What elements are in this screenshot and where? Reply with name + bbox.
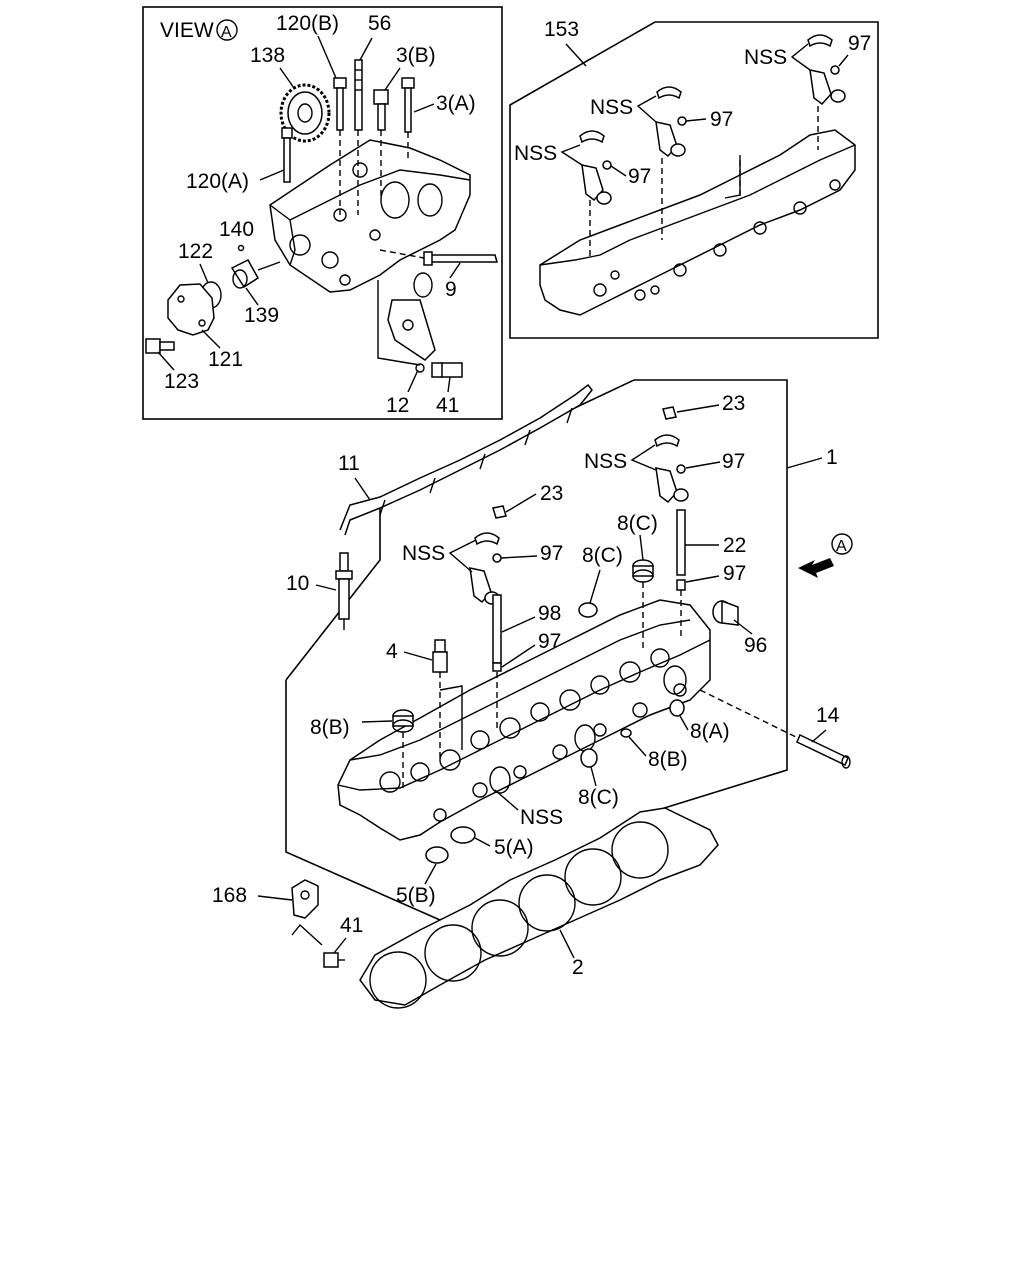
label-8c-1: 8(C) (617, 512, 658, 535)
plug-8a (669, 699, 685, 717)
label-4: 4 (386, 640, 398, 663)
plug-96 (712, 599, 739, 626)
label-97-f: 97 (723, 562, 746, 585)
label-nss-4: NSS (584, 450, 627, 473)
bolt-3a (401, 77, 415, 133)
label-23-a: 23 (722, 392, 745, 415)
rocker-group-main-right (654, 406, 689, 591)
label-123: 123 (164, 370, 199, 393)
bolt-41-main (323, 952, 345, 968)
glow-plug-10 (335, 552, 353, 630)
seal-5b (425, 846, 449, 864)
main-frame (285, 379, 788, 921)
label-8b-2: 8(B) (648, 748, 688, 771)
label-56: 56 (368, 12, 391, 35)
label-3a: 3(A) (436, 92, 476, 115)
bolt-120b (333, 77, 347, 131)
view-a-title: VIEW (160, 19, 214, 42)
bracket-12 (387, 272, 436, 373)
label-14: 14 (816, 704, 840, 727)
label-2: 2 (572, 956, 584, 979)
inset-153: 153 (509, 18, 879, 339)
label-10: 10 (286, 572, 309, 595)
label-5a: 5(A) (494, 836, 534, 859)
label-41: 41 (436, 394, 459, 417)
label-140: 140 (219, 218, 254, 241)
cylinder-head-1 (337, 599, 711, 841)
label-168: 168 (212, 884, 247, 907)
label-138: 138 (250, 44, 285, 67)
label-12: 12 (386, 394, 409, 417)
bolt-9 (379, 249, 498, 266)
rocker-group-2 (655, 86, 686, 240)
main-diagram: A 23 1 NSS 97 11 23 8(C) 22 NSS 97 8(C) … (212, 379, 853, 1009)
label-nss-2: NSS (590, 96, 633, 119)
view-a-inset: VIEW A (142, 6, 503, 420)
label-11: 11 (338, 452, 360, 475)
view-a-title-circle (216, 19, 238, 41)
cover-plate-121 (167, 283, 215, 336)
bolt-120a (281, 127, 293, 183)
label-nss-3: NSS (744, 46, 787, 69)
sensor-139 (230, 259, 281, 289)
label-97-b: 97 (710, 108, 733, 131)
label-121: 121 (208, 348, 243, 371)
gear-138 (279, 83, 331, 143)
label-97-g: 97 (538, 630, 561, 653)
label-97-d: 97 (722, 450, 745, 473)
view-a-frame (142, 6, 503, 420)
label-97-e: 97 (540, 542, 563, 565)
view-a-arrow: A (798, 533, 853, 578)
label-8c-3: 8(C) (578, 786, 619, 809)
label-98: 98 (538, 602, 561, 625)
plug-8b-2 (620, 728, 632, 738)
stud-56 (354, 59, 363, 131)
label-nss-1: NSS (514, 142, 557, 165)
plug-8c-3 (580, 748, 598, 768)
plug-8c-1 (578, 602, 598, 618)
bolt-123 (145, 338, 175, 354)
stud-14 (699, 689, 851, 769)
pin-140 (237, 244, 245, 252)
seal-5a (450, 826, 476, 844)
dowel-4 (432, 639, 448, 673)
label-23-b: 23 (540, 482, 563, 505)
view-a-title-letter: A (221, 24, 232, 41)
label-nss-5: NSS (402, 542, 445, 565)
label-122: 122 (178, 240, 213, 263)
label-8a: 8(A) (690, 720, 730, 743)
view-a-marker: A (836, 538, 847, 555)
rocker-group-1 (579, 130, 612, 260)
label-41-b: 41 (340, 914, 363, 937)
label-96: 96 (744, 634, 767, 657)
rocker-group-main-left (469, 505, 507, 672)
label-5b: 5(B) (396, 884, 436, 907)
engine-block-end (269, 139, 471, 293)
label-9: 9 (445, 278, 457, 301)
label-nss-6: NSS (520, 806, 563, 829)
label-22: 22 (723, 534, 746, 557)
head-outline-153 (539, 129, 856, 316)
bolt-41 (431, 362, 463, 378)
plug-8b-1 (392, 709, 414, 733)
label-120b: 120(B) (276, 12, 339, 35)
label-139: 139 (244, 304, 279, 327)
label-8c-2: 8(C) (582, 544, 623, 567)
rocker-group-3 (807, 34, 846, 150)
label-97-c: 97 (848, 32, 871, 55)
bracket-168 (291, 879, 323, 946)
plug-8c-2 (632, 559, 654, 583)
label-3b: 3(B) (396, 44, 436, 67)
label-120a: 120(A) (186, 170, 249, 193)
label-97-a: 97 (628, 165, 651, 188)
bolt-3b (373, 89, 389, 131)
head-gasket-2 (359, 807, 719, 1009)
label-1: 1 (826, 446, 838, 469)
label-153: 153 (544, 18, 579, 41)
heat-shield-11 (339, 383, 593, 536)
label-8b-1: 8(B) (310, 716, 350, 739)
inset-153-frame (509, 21, 879, 339)
